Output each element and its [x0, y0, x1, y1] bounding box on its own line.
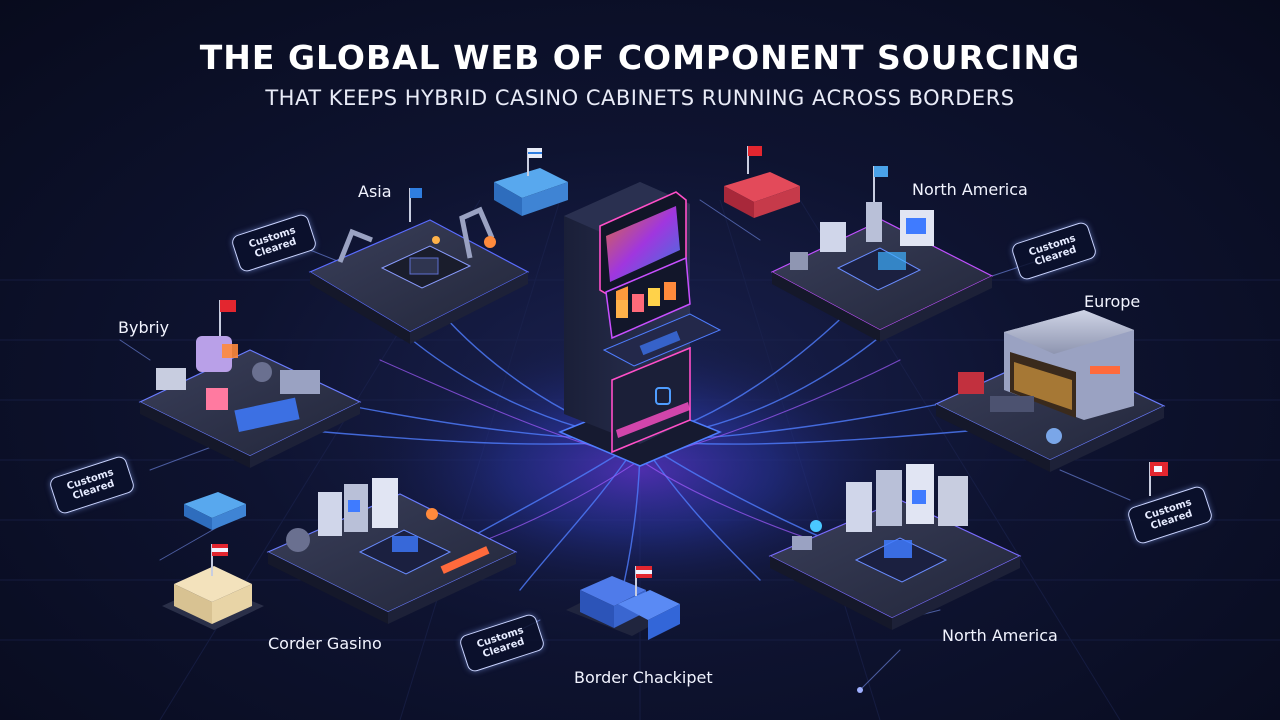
slot-machine-cabinet: [558, 182, 722, 467]
europe-warehouse: [934, 310, 1166, 472]
region-label-north-america-top: North America: [912, 180, 1028, 199]
page-title: THE GLOBAL WEB OF COMPONENT SOURCING: [199, 38, 1081, 77]
north-america-facility-bottom: [768, 464, 1022, 630]
corder-gasino-facility: [266, 478, 518, 624]
red-flag-top: [747, 146, 762, 174]
region-label-bybriy: Bybriy: [118, 318, 170, 337]
finland-flag: [527, 148, 542, 176]
asia-flag: [409, 188, 422, 222]
shipping-containers-red: [724, 172, 800, 218]
shipping-container-small: [184, 492, 246, 530]
bybriy-facility: [138, 336, 362, 468]
timeline-dot: [857, 687, 863, 693]
red-flag-bottom: [1149, 462, 1168, 496]
border-checkpoint-containers: [566, 576, 680, 640]
shipping-containers-asia: [494, 168, 568, 216]
asia-facility: [308, 206, 530, 344]
bybriy-flag: [219, 300, 236, 336]
region-label-border-checkpoint: Border Chackipet: [574, 668, 713, 687]
north-america-facility-top: [770, 202, 994, 342]
region-label-europe: Europe: [1084, 292, 1141, 311]
page-subtitle: THAT KEEPS HYBRID CASINO CABINETS RUNNIN…: [265, 86, 1015, 110]
checkpoint-flag: [635, 566, 652, 596]
region-label-north-america-bottom: North America: [942, 626, 1058, 645]
region-label-corder-gasino: Corder Gasino: [268, 634, 382, 653]
north-america-flag-top: [873, 166, 888, 202]
striped-flag: [211, 544, 228, 576]
parcel-stack: [162, 566, 264, 630]
region-label-asia: Asia: [358, 182, 392, 201]
